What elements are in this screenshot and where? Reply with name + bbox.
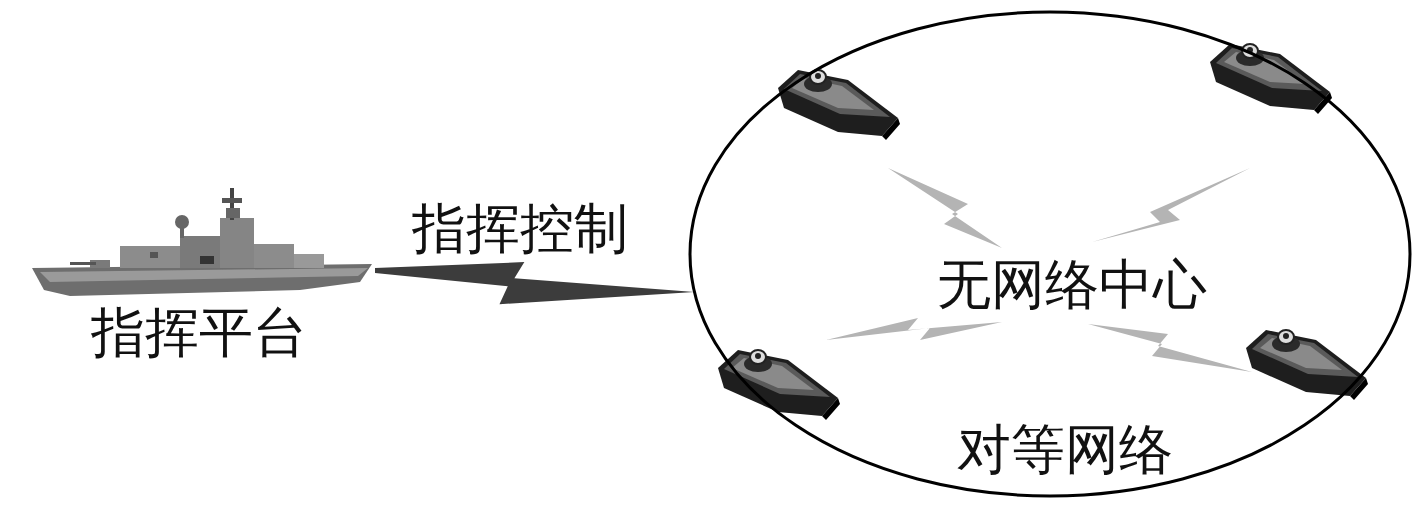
node-label: 无网络中心 bbox=[937, 254, 1207, 316]
link-label: 指挥控制 bbox=[412, 198, 628, 260]
wireless-bolt bbox=[1092, 168, 1250, 242]
command-link-bolt bbox=[375, 262, 694, 304]
wireless-bolt bbox=[826, 318, 1002, 340]
node-label: 对等网络 bbox=[957, 419, 1173, 481]
ellipse-border bbox=[690, 12, 1410, 496]
boat-icons bbox=[718, 44, 1368, 420]
wireless-bolt bbox=[888, 168, 1002, 248]
platform-node: 指挥平台 bbox=[30, 185, 375, 368]
wireless-bolt bbox=[1088, 324, 1252, 372]
boat-icon bbox=[718, 350, 840, 420]
wireless-bolts bbox=[826, 168, 1252, 372]
boat-icon bbox=[1210, 44, 1332, 114]
node-label: 指挥平台 bbox=[91, 302, 307, 364]
warship-icon bbox=[32, 188, 372, 296]
network-ellipse: 无网络中心对等网络 bbox=[688, 10, 1412, 498]
boat-icon bbox=[778, 70, 900, 140]
